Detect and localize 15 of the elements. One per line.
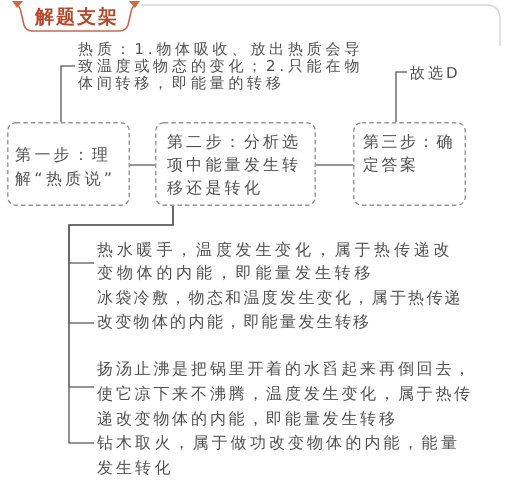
- title-tab: 解题支架: [12, 0, 140, 34]
- explanation-text: 钻木取火，属于做功改变物体的内能，能量发生转化: [97, 430, 469, 480]
- connector-line: [316, 164, 353, 166]
- connector-line: [60, 65, 75, 122]
- explanation-text: 热水暖手，温度发生变化，属于热传递改变物体的内能，即能量发生转移: [97, 238, 463, 284]
- explanation-text: 冰袋冷敷，物态和温度发生变化，属于热传递改变物体的内能，即能量发生转移: [97, 286, 469, 334]
- connector-line: [130, 164, 155, 166]
- connector-line: [68, 206, 174, 444]
- explanation-text: 扬汤止沸是把锅里开着的水舀起来再倒回去，使它凉下来不沸腾，温度发生变化，属于热传递改变物体的内能，即能量发生转移: [97, 356, 479, 431]
- step-box: 第一步：理解“热质说”: [7, 122, 130, 206]
- answer-text: 故选D: [410, 64, 461, 82]
- connector-line: [395, 71, 407, 122]
- step-box: 第二步：分析选项中能量发生转移还是转化: [155, 122, 316, 206]
- note-text: 热质：1.物体吸收、放出热质会导致温度或物态的变化；2.只能在物体间转移，即能量的转移: [78, 41, 370, 92]
- step-box: 第三步：确定答案: [353, 122, 466, 206]
